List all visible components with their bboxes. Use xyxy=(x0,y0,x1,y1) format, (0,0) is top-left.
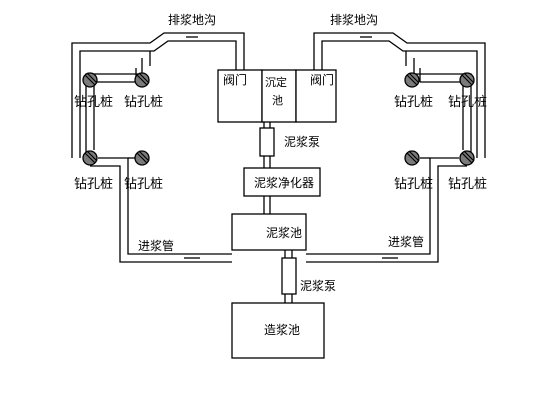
pile-left-bottom-2 xyxy=(134,150,150,166)
drain-ditch-label-left: 排浆地沟 xyxy=(168,12,216,27)
pile-label-left-top-2: 钻孔桩 xyxy=(124,95,163,110)
purifier-label: 泥浆净化器 xyxy=(254,175,314,190)
pile-left-top-2 xyxy=(134,72,150,88)
pile-label-right-top-1: 钻孔桩 xyxy=(394,95,433,110)
sedimentation-label: 沉定池 xyxy=(265,75,287,107)
pile-label-left-bottom-1: 钻孔桩 xyxy=(74,177,113,192)
mud-pump-label-lower: 泥浆泵 xyxy=(300,278,336,293)
pile-label-left-bottom-2: 钻孔桩 xyxy=(124,177,163,192)
valve-right-box xyxy=(295,69,337,123)
mud-pump-upper xyxy=(259,127,275,157)
pile-left-bottom-1 xyxy=(82,150,98,166)
mud-pool-label: 泥浆池 xyxy=(266,225,302,240)
mud-pump-lower xyxy=(281,257,297,295)
valve-right-label: 阀门 xyxy=(310,72,334,87)
pile-right-top-2 xyxy=(459,72,475,88)
drain-ditch-label-right: 排浆地沟 xyxy=(330,12,378,27)
pile-label-right-bottom-2: 钻孔桩 xyxy=(448,177,487,192)
slurry-pool-box xyxy=(231,302,325,359)
pile-right-bottom-2 xyxy=(459,150,475,166)
mud-pump-label-upper: 泥浆泵 xyxy=(284,134,320,149)
pile-label-right-top-2: 钻孔桩 xyxy=(448,95,487,110)
left-piping xyxy=(71,32,245,263)
pile-right-bottom-1 xyxy=(404,150,420,166)
pile-label-left-top-1: 钻孔桩 xyxy=(74,95,113,110)
valve-left-label: 阀门 xyxy=(223,72,247,87)
pile-left-top-1 xyxy=(82,72,98,88)
pile-right-top-1 xyxy=(404,72,420,88)
feed-pipe-label-right: 进浆管 xyxy=(388,234,424,249)
center-links xyxy=(263,122,293,303)
pile-label-right-bottom-1: 钻孔桩 xyxy=(394,177,433,192)
right-piping xyxy=(306,32,486,263)
feed-pipe-label-left: 进浆管 xyxy=(138,238,174,253)
purifier-box xyxy=(243,167,321,197)
mud-pool-box xyxy=(231,213,307,251)
slurry-pool-label: 造浆池 xyxy=(264,322,300,337)
